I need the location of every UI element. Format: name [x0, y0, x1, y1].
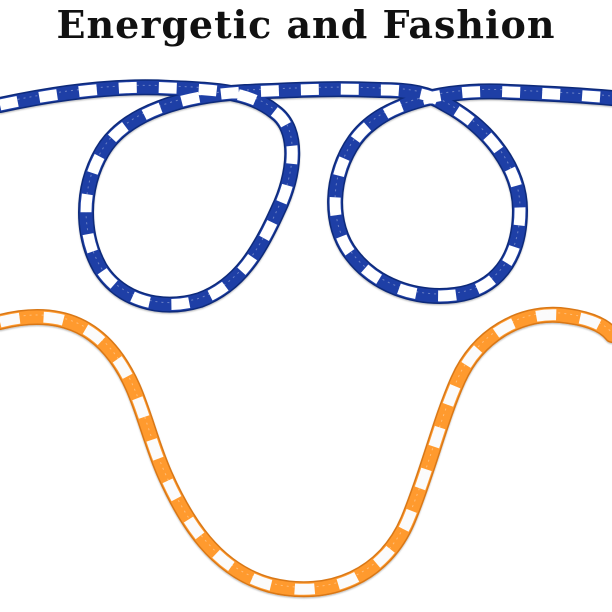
orange-rope-bead-ridges [0, 312, 612, 588]
orange-rope-white-beads [0, 309, 612, 595]
blue-rope-white-beads [0, 81, 612, 311]
orange-rope-outline [0, 306, 612, 598]
orange-rope-group [0, 306, 612, 598]
orange-rope-base [0, 308, 612, 596]
headline: Energetic and Fashion [56, 1, 556, 47]
blue-rope-group [0, 79, 612, 313]
blue-rope-bead-ridges [0, 84, 612, 304]
